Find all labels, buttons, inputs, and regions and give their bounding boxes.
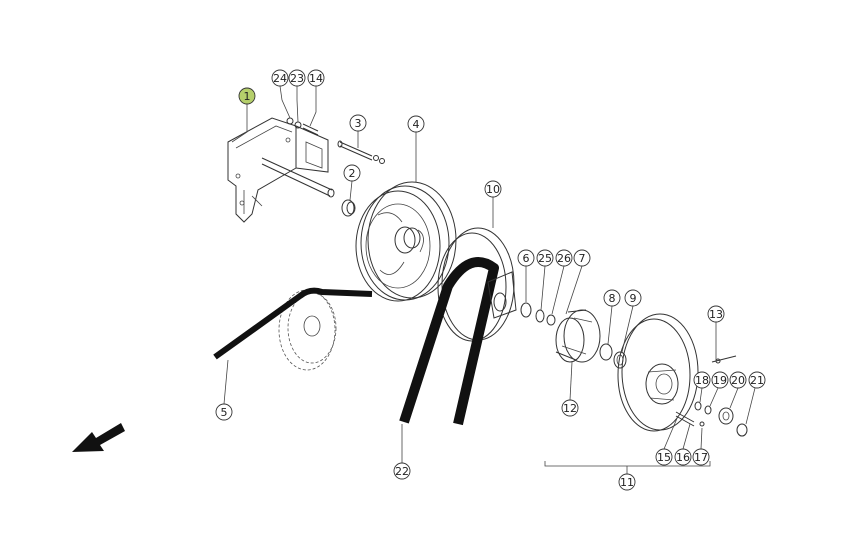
callout-number: 7: [579, 252, 586, 265]
callout-circle: [517, 249, 535, 267]
callout-circle: [307, 69, 325, 87]
callout-circle: [692, 448, 710, 466]
callout-number: 1: [244, 90, 251, 103]
callout-circle: [729, 371, 747, 389]
callout-14: 14: [307, 69, 325, 87]
callout-1: 1: [238, 87, 256, 105]
callout-circle: [484, 180, 502, 198]
disc-hub: [487, 271, 517, 319]
hardware-parts-15-17: [675, 411, 705, 427]
callout-circle: [711, 371, 729, 389]
callout-11: 11: [618, 473, 636, 491]
callout-circle: [618, 473, 636, 491]
callout-number: 20: [731, 374, 745, 387]
callout-number: 18: [695, 374, 709, 387]
callout-2: 2: [343, 164, 361, 182]
callout-number: 24: [273, 72, 287, 85]
callout-circle: [393, 462, 411, 480]
callout-number: 22: [395, 465, 409, 478]
callout-circle: [407, 115, 425, 133]
callout-26: 26: [555, 249, 573, 267]
callout-24: 24: [271, 69, 289, 87]
callout-circle: [349, 114, 367, 132]
callout-23: 23: [288, 69, 306, 87]
callout-13: 13: [707, 305, 725, 323]
callout-18: 18: [693, 371, 711, 389]
callout-number: 3: [355, 117, 362, 130]
callout-number: 23: [290, 72, 304, 85]
callout-circle: [561, 399, 579, 417]
callout-number: 17: [694, 451, 708, 464]
spacer-parts-6-25-26: [520, 302, 556, 326]
large-pulley-part-4: [355, 181, 457, 302]
direction-arrow-icon: [72, 423, 125, 452]
callout-number: 5: [221, 406, 228, 419]
callout-number: 25: [538, 252, 552, 265]
callout-19: 19: [711, 371, 729, 389]
callout-20: 20: [729, 371, 747, 389]
pin-part-13: [711, 355, 737, 364]
callout-number: 9: [630, 292, 637, 305]
callout-3: 3: [349, 114, 367, 132]
callout-circle: [288, 69, 306, 87]
callout-circle: [748, 371, 766, 389]
callout-25: 25: [536, 249, 554, 267]
callout-16: 16: [674, 448, 692, 466]
callout-circle: [238, 87, 256, 105]
callout-15: 15: [655, 448, 673, 466]
callout-circle: [693, 371, 711, 389]
callout-circle: [536, 249, 554, 267]
callout-number: 19: [713, 374, 727, 387]
callout-circle: [573, 249, 591, 267]
callout-number: 4: [413, 118, 420, 131]
callout-number: 6: [523, 252, 530, 265]
callout-number: 13: [709, 308, 723, 321]
callout-number: 11: [620, 476, 634, 489]
callout-12: 12: [561, 399, 579, 417]
clutch-drum-part-12: [555, 309, 601, 363]
callout-circle: [674, 448, 692, 466]
callout-circle: [707, 305, 725, 323]
callout-circle: [655, 448, 673, 466]
callout-circle: [343, 164, 361, 182]
callout-number: 8: [609, 292, 616, 305]
callout-number: 16: [676, 451, 690, 464]
callout-8: 8: [603, 289, 621, 307]
callout-number: 26: [557, 252, 571, 265]
callout-5: 5: [215, 403, 233, 421]
bolt-part-3: [337, 140, 385, 164]
callout-21: 21: [748, 371, 766, 389]
callout-6: 6: [517, 249, 535, 267]
friction-disc-assembly: [617, 313, 699, 432]
callout-number: 12: [563, 402, 577, 415]
callout-circle: [215, 403, 233, 421]
small-hardware-24-23-14: [286, 117, 319, 136]
callout-22: 22: [393, 462, 411, 480]
callout-10: 10: [484, 180, 502, 198]
callout-number: 15: [657, 451, 671, 464]
callout-number: 21: [750, 374, 764, 387]
callout-circle: [555, 249, 573, 267]
belt-part-5: [213, 287, 373, 360]
callout-number: 14: [309, 72, 323, 85]
callout-circle: [624, 289, 642, 307]
leader-lines: [223, 85, 756, 474]
callout-4: 4: [407, 115, 425, 133]
callout-17: 17: [692, 448, 710, 466]
hardware-parts-18-21: [694, 401, 748, 437]
callout-circle: [603, 289, 621, 307]
callout-number: 10: [486, 183, 500, 196]
mounting-bracket: [227, 117, 329, 223]
callout-9: 9: [624, 289, 642, 307]
callout-number: 2: [349, 167, 356, 180]
bracket-shaft: [261, 157, 335, 198]
belt-part-22: [399, 257, 499, 426]
bushing-part-2: [341, 199, 356, 217]
callout-circle: [271, 69, 289, 87]
callout-7: 7: [573, 249, 591, 267]
